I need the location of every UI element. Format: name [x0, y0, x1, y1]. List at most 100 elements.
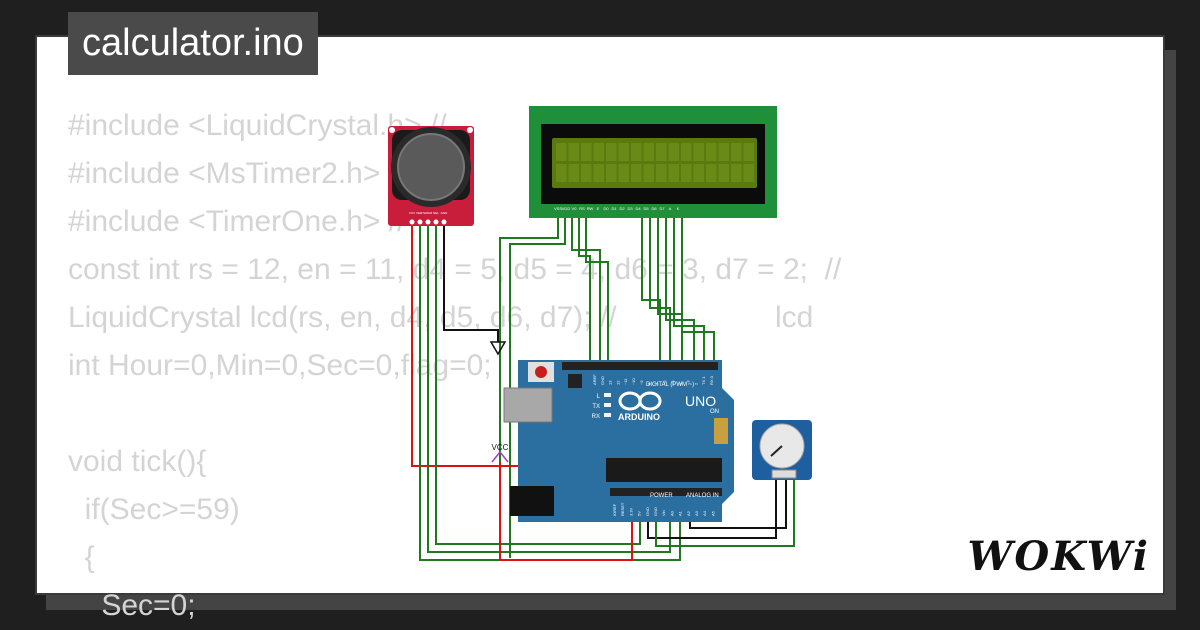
- power-pin-label: A0: [669, 510, 674, 516]
- lcd-char-cell: [581, 164, 592, 182]
- lcd-pin-label: E: [597, 206, 600, 211]
- joystick-pin: [409, 219, 415, 225]
- digital-pin-label: ~3: [686, 380, 691, 385]
- joystick-pin: [425, 219, 431, 225]
- svg-text:VCC: VCC: [492, 443, 509, 452]
- lcd-pin-label: D3: [627, 206, 633, 211]
- code-line: Sec=0;: [68, 589, 196, 622]
- gnd-symbol: [489, 341, 507, 356]
- file-title: calculator.ino: [68, 12, 318, 75]
- digital-pin-label: ~5: [670, 380, 675, 385]
- lcd-char-cell: [568, 143, 579, 161]
- reset-button: [535, 366, 547, 378]
- lcd-char-cell: [656, 164, 667, 182]
- lcd-char-cell: [568, 164, 579, 182]
- power-pin-label: RESET: [620, 502, 625, 516]
- lcd-pin-label: VSS: [554, 206, 562, 211]
- power-pin-label: Vin: [661, 510, 666, 516]
- wire-lcd-vss: [499, 212, 559, 550]
- joystick-knob: [397, 133, 465, 201]
- wire-lcd-k: [681, 212, 715, 360]
- lcd-char-cell: [681, 143, 692, 161]
- lcd-char-cell: [681, 164, 692, 182]
- led-label: TX: [592, 404, 600, 410]
- lcd-char-cell: [743, 143, 754, 161]
- lcd-char-cell: [556, 143, 567, 161]
- lcd-char-cell: [556, 164, 567, 182]
- lcd-pin-label: D0: [603, 206, 609, 211]
- digital-pin-label: RX 0: [709, 375, 714, 385]
- power-pin-label: A1: [678, 510, 683, 516]
- lcd-char-cell: [718, 143, 729, 161]
- code-line: void tick(){: [68, 445, 207, 478]
- svg-text:POWER: POWER: [650, 493, 673, 499]
- digital-pin-label: TX 1: [701, 376, 706, 385]
- digital-pin-label: ~9: [639, 380, 644, 385]
- wire-joy-gnd: [443, 226, 499, 342]
- lcd-pin-label: D2: [619, 206, 625, 211]
- lcd-pin-label: RS: [579, 206, 585, 211]
- digital-header: [562, 362, 718, 370]
- joystick-pin-label: GND: [441, 211, 449, 215]
- lcd-pin-label: D7: [659, 206, 665, 211]
- lcd-pin-label: K: [677, 206, 680, 211]
- lcd-pin-label: D6: [651, 206, 657, 211]
- lcd-char-cell: [606, 164, 617, 182]
- digital-pin-label: 4: [678, 382, 683, 385]
- led: [604, 403, 611, 407]
- wire-pot-vcc: [655, 478, 795, 547]
- svg-text:ON: ON: [710, 409, 719, 415]
- lcd-char-cell: [631, 143, 642, 161]
- wire-pot-gnd: [647, 478, 777, 539]
- lcd-char-cell: [693, 143, 704, 161]
- lcd-pin-label: VDD: [562, 206, 571, 211]
- svg-text:UNO: UNO: [685, 393, 716, 409]
- led-label: RX: [592, 414, 600, 420]
- code-line: const int rs = 12, en = 11, d4 = 5, d5 =…: [68, 253, 842, 286]
- joystick-pin-label: VCC: [409, 211, 416, 215]
- lcd-pin-label: RW: [587, 206, 594, 211]
- code-line: {: [68, 541, 95, 574]
- code-line: if(Sec>=59): [68, 493, 240, 526]
- lcd-char-cell: [618, 143, 629, 161]
- joystick-pin: [417, 219, 423, 225]
- lcd-char-cell: [618, 164, 629, 182]
- lcd-pin-label: D5: [643, 206, 649, 211]
- digital-pin-label: AREF: [592, 374, 597, 385]
- joystick-pin: [433, 219, 439, 225]
- led: [604, 413, 611, 417]
- arduino-uno-board: ARDUINO UNO DIGITAL (PWM ~) POWER ANALOG…: [503, 360, 734, 522]
- svg-text:DIGITAL (PWM ~): DIGITAL (PWM ~): [646, 382, 694, 388]
- joystick-pin-label: HORZ: [424, 211, 433, 215]
- lcd-char-cell: [668, 164, 679, 182]
- lcd-char-cell: [693, 164, 704, 182]
- lcd-char-cell: [743, 164, 754, 182]
- wire-lcd-d5: [649, 212, 671, 360]
- vcc-symbol: VCC: [491, 443, 509, 463]
- lcd-char-cell: [593, 164, 604, 182]
- wire-lcd-d7: [665, 212, 695, 360]
- digital-pin-label: ~11: [623, 378, 628, 385]
- wire-lcd-e: [585, 212, 609, 360]
- power-pin-label: A2: [686, 510, 691, 516]
- lcd-pin-label: D1: [611, 206, 617, 211]
- lcd-char-cell: [581, 143, 592, 161]
- digital-pin-label: 2: [693, 382, 698, 385]
- digital-pin-label: 8: [647, 382, 652, 385]
- lcd-char-cell: [656, 143, 667, 161]
- svg-text:ARDUINO: ARDUINO: [618, 412, 660, 422]
- joystick-pin-label: SEL: [433, 211, 439, 215]
- digital-pin-label: 7: [654, 382, 659, 385]
- lcd-char-cell: [643, 143, 654, 161]
- digital-pin-label: 12: [615, 380, 620, 385]
- joystick-pin: [441, 219, 447, 225]
- lcd-char-cell: [731, 143, 742, 161]
- wokwi-logo: WOKWi: [967, 533, 1150, 580]
- lcd-char-cell: [593, 143, 604, 161]
- lcd-pin-label: A: [669, 206, 672, 211]
- usb-port: [503, 387, 553, 423]
- potentiometer: [752, 420, 812, 480]
- code-background: #include <LiquidCrystal.h> //#include <M…: [68, 102, 841, 630]
